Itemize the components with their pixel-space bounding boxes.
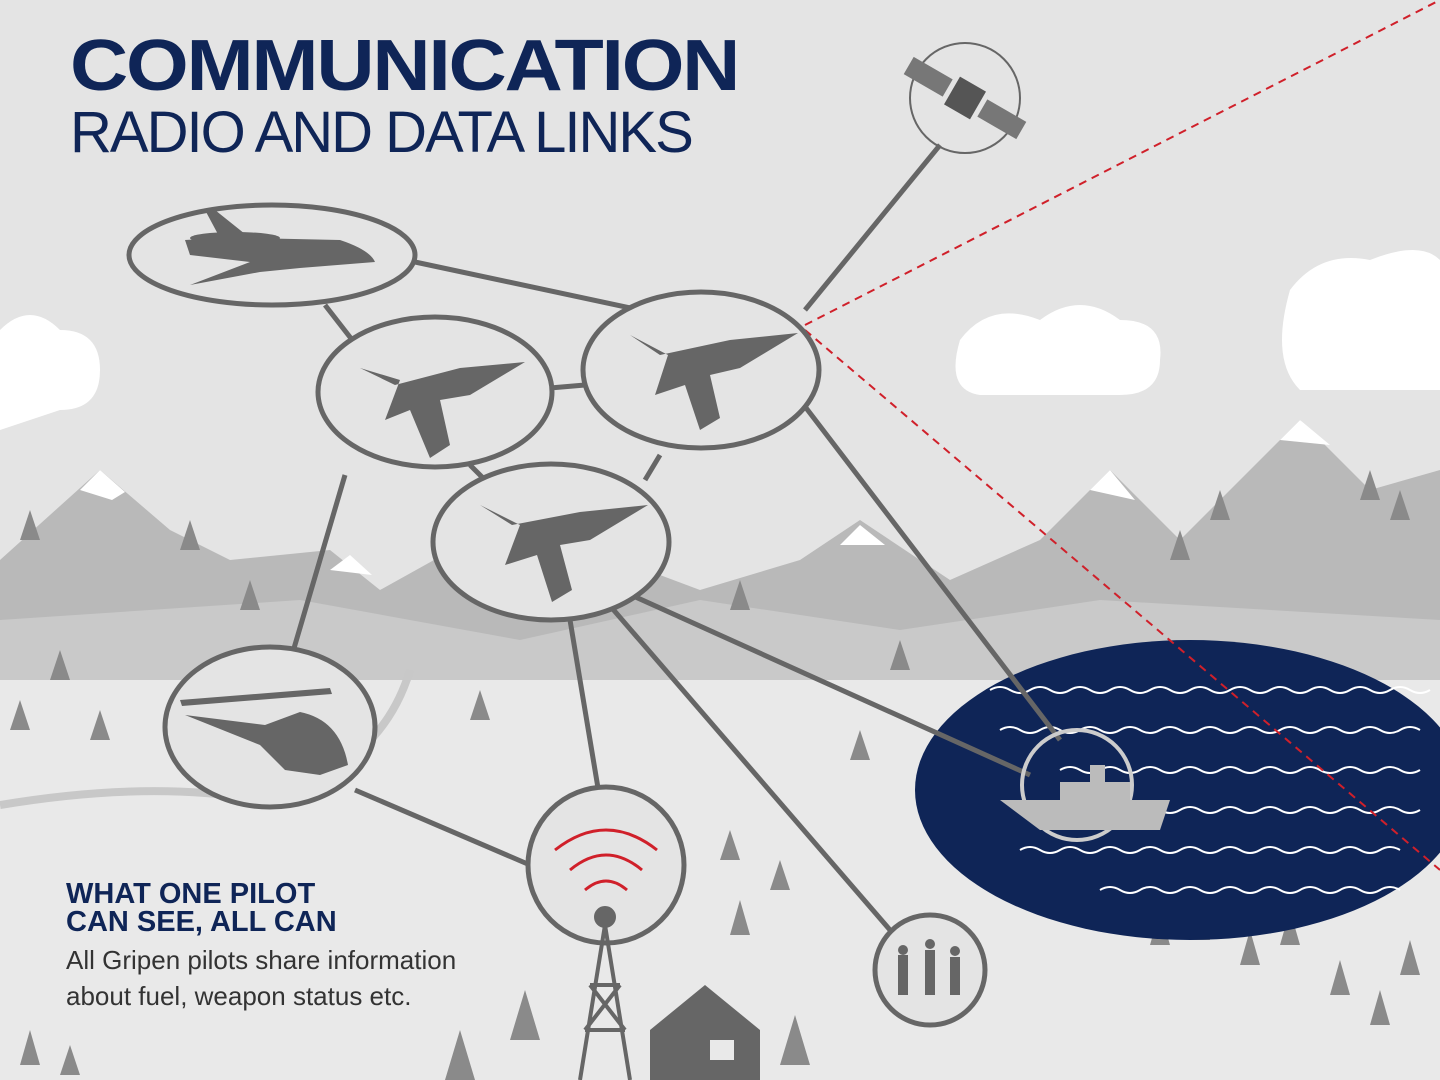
caption-body: All Gripen pilots share information abou…: [66, 942, 456, 1014]
link-lines: [289, 143, 1062, 932]
radio-tower-icon: [578, 906, 632, 1080]
satellite-node: [909, 42, 1021, 154]
clouds: [0, 250, 1440, 430]
aircraft-icons: [180, 210, 1170, 995]
house-window: [710, 1040, 734, 1060]
caption-body-1: All Gripen pilots share information: [66, 945, 457, 975]
node-circles: [126, 42, 1134, 1028]
page-title: COMMUNICATION: [70, 26, 740, 106]
awacs-icon: [185, 210, 375, 285]
helicopter-icon: [180, 688, 348, 780]
title-block: COMMUNICATION RADIO AND DATA LINKS: [70, 30, 740, 165]
lake: [915, 640, 1440, 940]
troops-icon: [898, 950, 960, 995]
gripen-icon-1: [360, 362, 525, 458]
caption-heading-2: CAN SEE, ALL CAN: [66, 906, 337, 938]
caption-block: WHAT ONE PILOT CAN SEE, ALL CAN All Grip…: [66, 880, 456, 1014]
ship-icon: [1000, 765, 1170, 830]
caption-body-2: about fuel, weapon status etc.: [66, 981, 412, 1011]
ship-node: [1020, 728, 1134, 842]
gripen-icon-3: [480, 505, 648, 602]
laser-lines: [804, 0, 1440, 871]
satellite-icon: [903, 56, 1027, 140]
gripen-icon-2: [630, 333, 798, 430]
radio-waves-icon: [554, 828, 658, 892]
caption-heading-1: WHAT ONE PILOT: [66, 878, 316, 910]
page-subtitle: RADIO AND DATA LINKS: [70, 100, 694, 165]
